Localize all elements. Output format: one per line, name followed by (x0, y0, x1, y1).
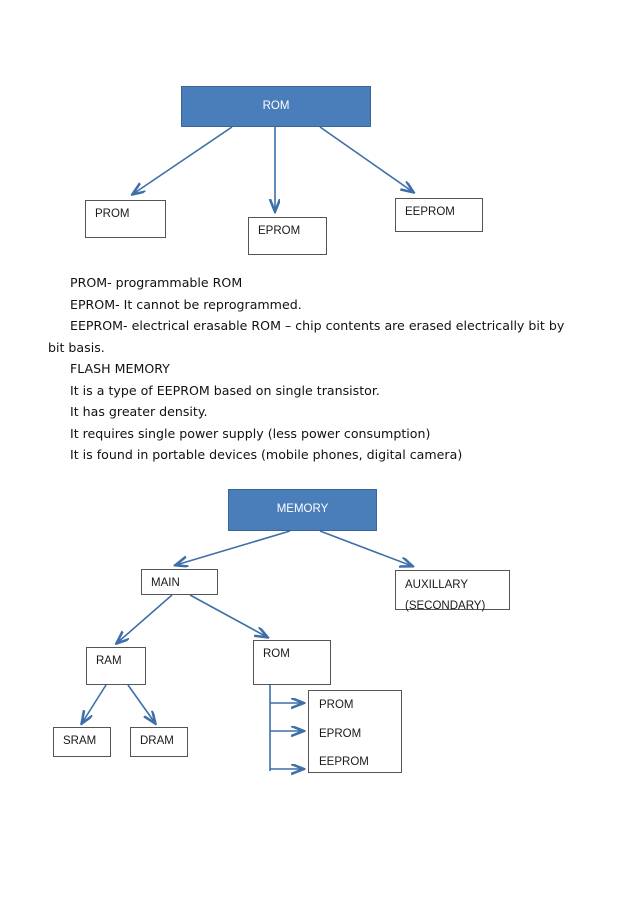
node-auxillary-label-line2: (SECONDARY) (405, 599, 486, 612)
note-line-5: FLASH MEMORY (70, 361, 170, 376)
note-line-3: EEPROM- electrical erasable ROM – chip c… (70, 318, 565, 333)
node-rom-2[interactable]: ROM (253, 640, 331, 685)
node-rom-2-label: ROM (263, 648, 290, 660)
node-auxillary[interactable]: AUXILLARY (SECONDARY) (395, 570, 510, 612)
node-main-label: MAIN (151, 577, 180, 589)
node-prom[interactable]: PROM (85, 200, 166, 238)
rom-type-eprom: EPROM (319, 727, 362, 740)
node-dram-label: DRAM (140, 735, 174, 747)
node-prom-label: PROM (95, 208, 130, 220)
note-line-2: EPROM- It cannot be reprogrammed. (70, 296, 302, 312)
note-line-4: bit basis. (48, 339, 105, 355)
rom-root-label: ROM (262, 99, 290, 112)
node-rom-types[interactable]: PROM EPROM EEPROM (308, 690, 402, 773)
rom-type-eeprom: EEPROM (319, 756, 369, 769)
node-auxillary-label-line1: AUXILLARY (405, 579, 469, 591)
memory-root-label: MEMORY (276, 503, 329, 516)
node-eeprom-label: EEPROM (405, 206, 455, 218)
note-line-6: It is a type of EEPROM based on single t… (70, 382, 380, 398)
notes-block: PROM- programmable ROM EPROM- It cannot … (48, 272, 604, 466)
node-dram[interactable]: DRAM (130, 727, 188, 757)
node-sram[interactable]: SRAM (53, 727, 111, 757)
node-main[interactable]: MAIN (141, 569, 218, 595)
rom-type-prom: PROM (319, 699, 354, 711)
memory-root-node[interactable]: MEMORY (228, 489, 377, 531)
note-line-7: It has greater density. (70, 404, 208, 419)
note-line-8: It requires single power supply (less po… (70, 425, 431, 441)
note-line-1: PROM- programmable ROM (70, 275, 243, 290)
node-eeprom[interactable]: EEPROM (395, 198, 483, 232)
node-eprom-label: EPROM (258, 225, 301, 237)
rom-root-node[interactable]: ROM (181, 86, 371, 127)
note-line-9: It is found in portable devices (mobile … (70, 447, 463, 462)
node-eprom[interactable]: EPROM (248, 217, 327, 255)
node-sram-label: SRAM (63, 735, 97, 747)
node-ram-label: RAM (96, 655, 122, 667)
node-ram[interactable]: RAM (86, 647, 146, 685)
